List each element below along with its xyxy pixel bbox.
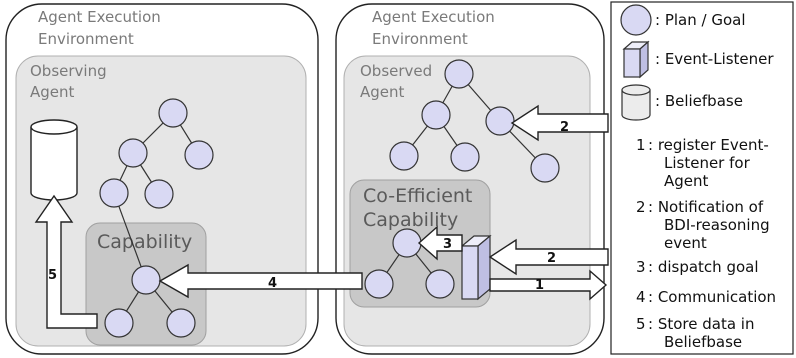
plan-goal-node — [184, 140, 214, 170]
plan-goal-node — [166, 308, 196, 338]
right-environment-title: Agent Execution Environment — [372, 8, 500, 48]
legend-beliefbase-icon — [621, 84, 651, 121]
legend-item-number: 2 — [636, 198, 646, 216]
plan-goal-node — [530, 153, 560, 183]
plan-goal-node — [144, 179, 174, 209]
plan-goal-node — [158, 98, 188, 128]
legend-beliefbase-label: : Beliefbase — [655, 92, 743, 110]
observed-agent-label: Observed Agent — [360, 62, 437, 101]
arrow-notification-top: 2 — [510, 104, 609, 142]
legend-item-text: : register Event- Listener for Agent — [648, 136, 774, 190]
arrow-notification-mid: 2 — [488, 238, 609, 276]
event-listener-cuboid — [460, 234, 492, 301]
plan-goal-node — [485, 106, 515, 136]
plan-goal-node — [444, 59, 474, 89]
plan-goal-node — [450, 142, 480, 172]
plan-goal-node — [389, 141, 419, 171]
legend-item-text: : Store data in Beliefbase — [648, 315, 759, 351]
plan-goal-node — [118, 138, 148, 168]
plan-goal-node — [99, 178, 129, 208]
plan-goal-node — [392, 228, 422, 258]
arrow-dispatch-goal: 3 — [417, 225, 463, 261]
legend-item-text: : Notification of BDI-reasoning event — [648, 198, 774, 252]
capability-label: Capability — [97, 231, 192, 253]
plan-goal-node — [131, 265, 161, 295]
svg-text:2: 2 — [547, 251, 556, 266]
arrow-communication: 4 — [158, 263, 363, 299]
legend-event-listener-icon — [622, 40, 650, 79]
legend-item-number: 4 — [636, 288, 646, 306]
co-efficient-capability-label: Co-Efficient Capability — [363, 185, 478, 231]
plan-goal-node — [425, 269, 455, 299]
legend-item-text: : Communication — [648, 288, 776, 306]
legend-item-number: 1 — [636, 136, 646, 154]
plan-goal-node — [104, 308, 134, 338]
left-environment-title: Agent Execution Environment — [38, 8, 166, 48]
arrow-register-listener: 1 — [489, 269, 608, 301]
legend-item-text: : dispatch goal — [648, 258, 759, 276]
observing-agent-label: Observing Agent — [30, 62, 111, 101]
legend-item-number: 3 — [636, 258, 646, 276]
legend-event-listener-label: : Event-Listener — [655, 50, 774, 68]
legend-plan-goal-label: : Plan / Goal — [655, 11, 745, 29]
svg-text:2: 2 — [560, 120, 569, 135]
plan-goal-node — [364, 269, 394, 299]
svg-text:3: 3 — [443, 237, 452, 252]
beliefbase-cylinder — [30, 119, 78, 201]
arrow-store-data: 5 — [34, 194, 98, 329]
plan-goal-node — [421, 100, 451, 130]
svg-text:5: 5 — [48, 268, 57, 283]
svg-text:1: 1 — [535, 278, 544, 293]
legend-plan-goal-icon — [620, 4, 652, 36]
svg-text:4: 4 — [268, 276, 277, 291]
legend-item-number: 5 — [636, 315, 646, 333]
